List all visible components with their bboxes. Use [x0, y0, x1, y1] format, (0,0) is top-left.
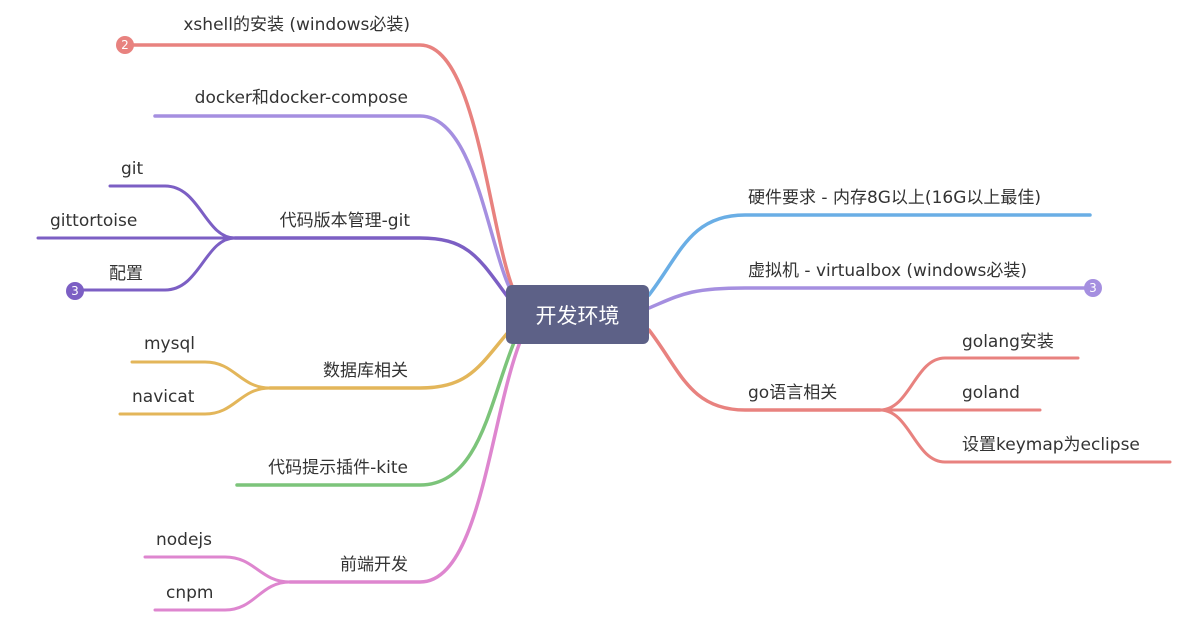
node-git-child-gittortoise[interactable]: gittortoise	[50, 211, 138, 231]
connector-db-child-mysql	[130, 360, 272, 390]
connector-frontend	[288, 340, 522, 584]
connector-git-child-git	[108, 184, 237, 240]
node-xshell[interactable]: xshell的安装 (windows必装)	[183, 15, 410, 35]
connector-kite	[235, 338, 517, 487]
root-node[interactable]: 开发环境	[506, 285, 649, 344]
node-xshell-badge[interactable]: 2	[116, 36, 134, 54]
node-frontend-child-nodejs[interactable]: nodejs	[156, 530, 213, 550]
node-golang-child-goland[interactable]: goland	[962, 383, 1020, 403]
node-golang[interactable]: go语言相关	[748, 383, 838, 403]
node-db[interactable]: 数据库相关	[323, 361, 408, 381]
connector-golang	[647, 328, 882, 412]
connector-hardware	[647, 213, 1092, 297]
connector-golang-child-keymap	[878, 408, 1172, 464]
node-frontend-child-cnpm[interactable]: cnpm	[166, 583, 214, 603]
root-node-label: 开发环境	[535, 303, 620, 328]
connector-frontend-child-cnpm	[153, 580, 292, 612]
connector-db	[268, 328, 512, 390]
connector-frontend-child-nodejs	[143, 555, 292, 584]
node-hardware[interactable]: 硬件要求 - 内存8G以上(16G以上最佳)	[748, 188, 1042, 208]
node-git-child-git[interactable]: git	[121, 159, 144, 179]
node-frontend[interactable]: 前端开发	[340, 555, 408, 575]
node-kite[interactable]: 代码提示插件-kite	[268, 458, 408, 478]
connector-xshell	[123, 43, 520, 302]
node-config-badge[interactable]: 3	[66, 282, 84, 300]
node-db-child-mysql[interactable]: mysql	[144, 334, 195, 354]
node-golang-child-keymap[interactable]: 设置keymap为eclipse	[962, 435, 1140, 455]
node-git[interactable]: 代码版本管理-git	[279, 211, 410, 231]
node-docker[interactable]: docker和docker-compose	[194, 88, 408, 108]
connector-vm	[647, 286, 1090, 310]
connector-db-child-navicat	[118, 386, 272, 416]
node-vm[interactable]: 虚拟机 - virtualbox (windows必装)	[748, 261, 1028, 281]
connector-git	[233, 236, 512, 302]
node-git-child-config[interactable]: 配置	[109, 264, 143, 284]
connector-docker	[153, 114, 520, 304]
node-golang-child-install[interactable]: golang安装	[962, 332, 1054, 352]
node-db-child-navicat[interactable]: navicat	[132, 387, 195, 407]
node-vm-badge[interactable]: 3	[1084, 279, 1102, 297]
connector-git-child-config	[73, 236, 237, 292]
connector-golang-child-install	[878, 356, 1080, 412]
